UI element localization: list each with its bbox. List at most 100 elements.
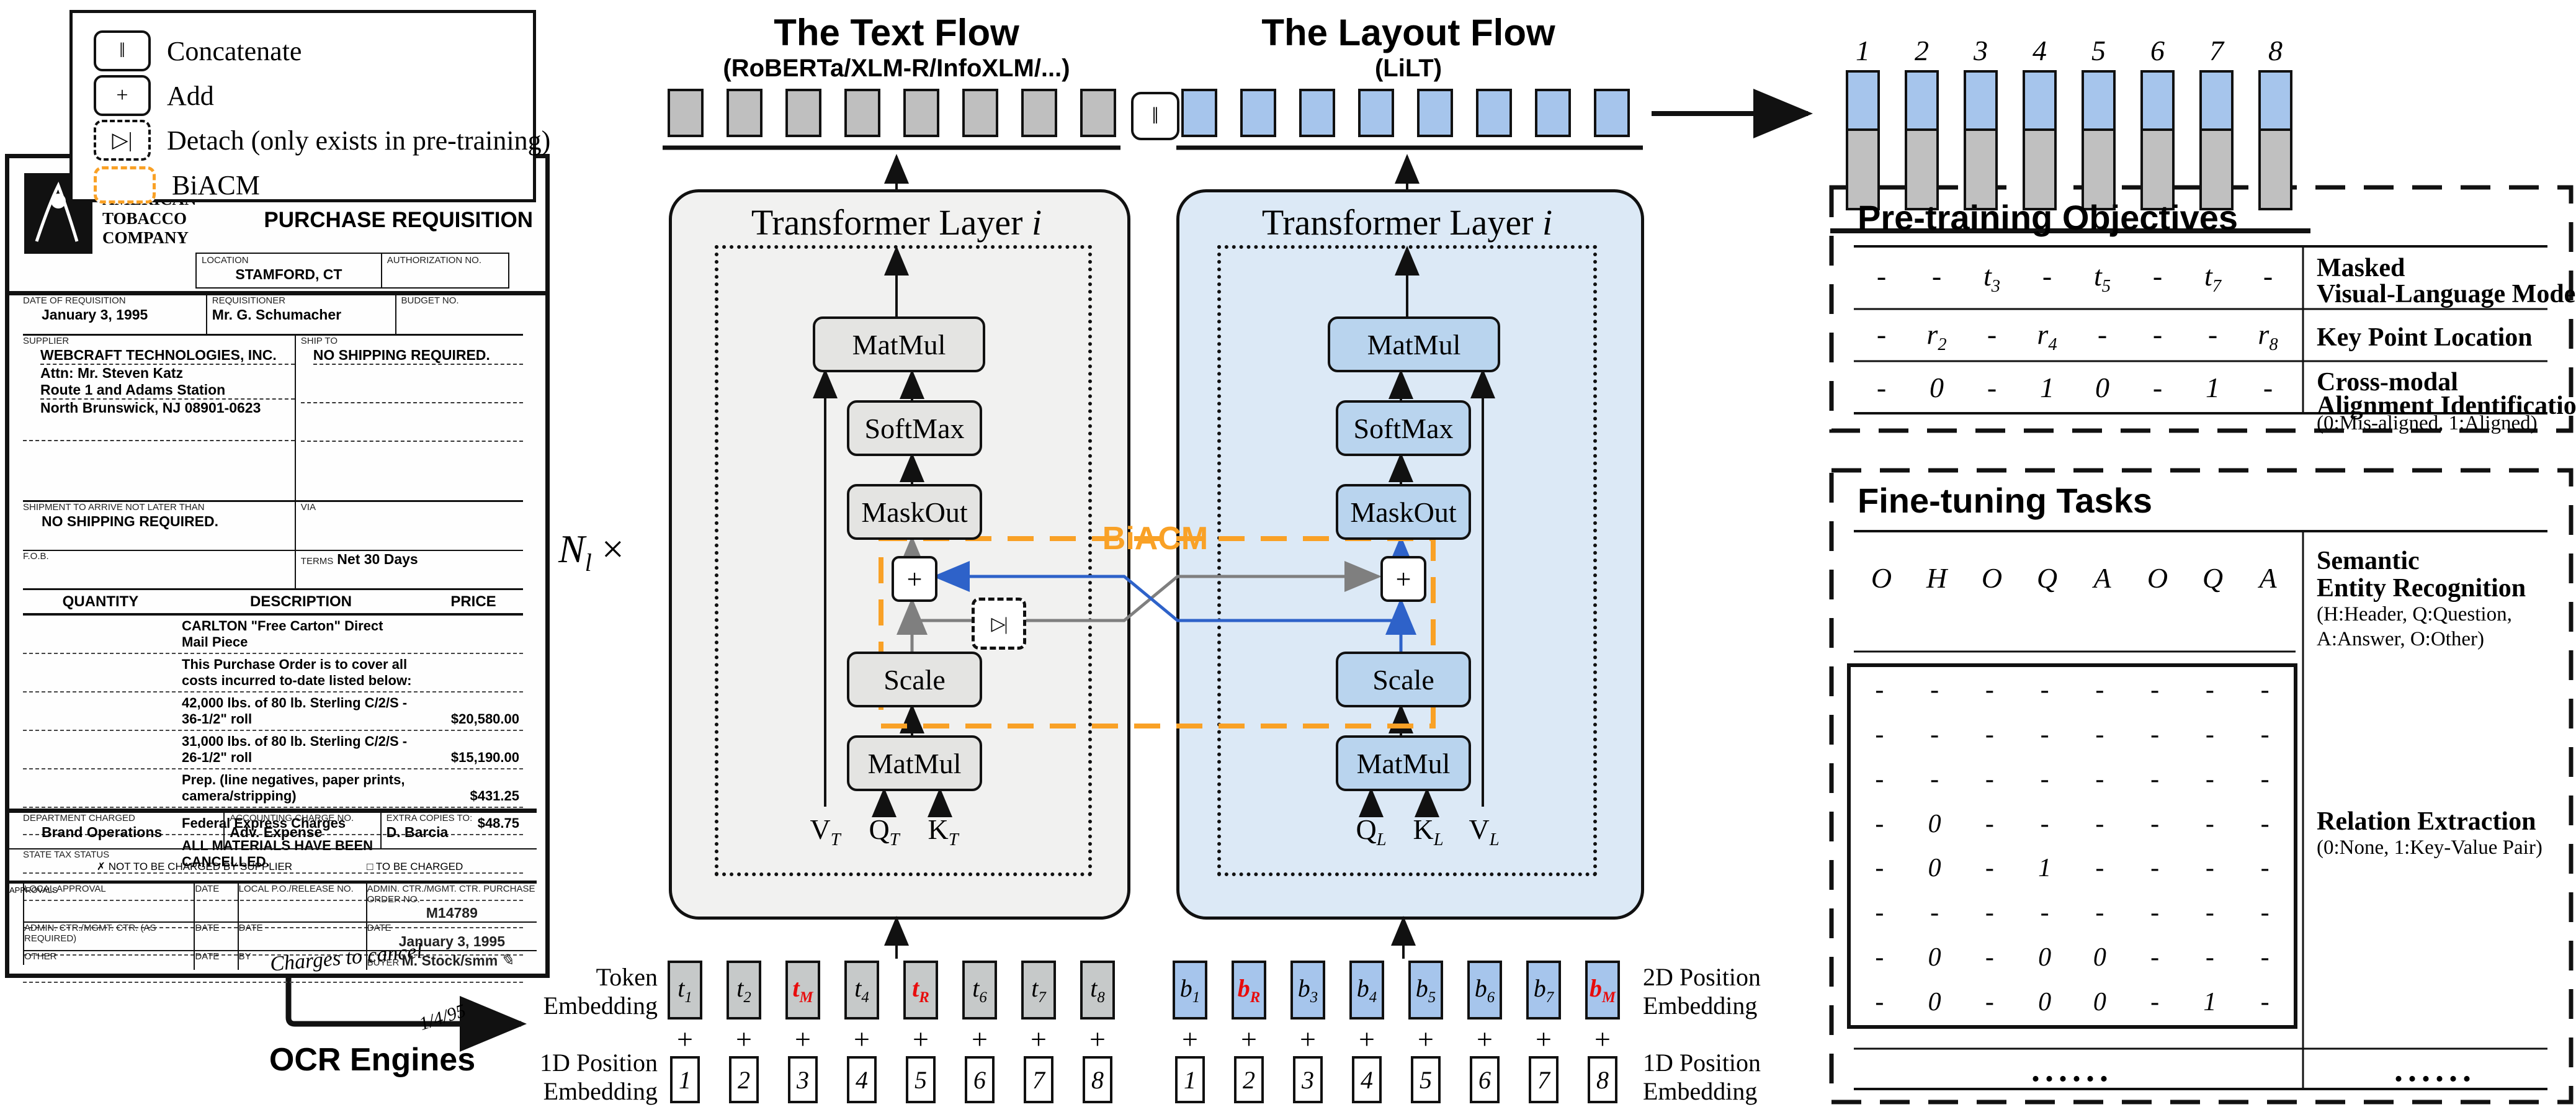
matrix-cell: - [1985, 899, 1994, 928]
matrix-cell: - [2150, 764, 2160, 794]
output-bar [1594, 89, 1630, 137]
embedding-token: t7 [1021, 961, 1056, 1020]
plus-sign: + [1300, 1023, 1316, 1055]
fob-field: F.O.B. [23, 551, 296, 588]
plus-sign: + [736, 1023, 752, 1055]
matrix-cell: - [2260, 899, 2270, 928]
summary-column-number: 7 [2209, 35, 2224, 66]
layout-maskout: MaskOut [1336, 484, 1471, 540]
pretrain-title: Pre-training Objectives [1858, 198, 2238, 237]
output-bar [844, 89, 880, 137]
legend-item: ‖Concatenate [94, 30, 302, 71]
position-box: 2 [1234, 1056, 1264, 1103]
layout-flow-subtitle: (LiLT) [1374, 55, 1442, 82]
layout-feature-segment [2140, 70, 2175, 131]
cell: - [2263, 260, 2273, 292]
output-bar [1240, 89, 1276, 137]
matrix-cell: - [2150, 675, 2160, 704]
ellipsis-right: ...... [2394, 1051, 2476, 1089]
ellipsis-left: ...... [2031, 1051, 2113, 1089]
cell: 0 [2095, 372, 2109, 403]
matrix-cell: - [2150, 988, 2160, 1017]
cell: A [2259, 562, 2277, 594]
summary-column: 5 [2082, 34, 2116, 210]
cell: - [1876, 318, 1887, 350]
line-item-row [23, 901, 523, 928]
embedding-token: b3 [1290, 961, 1325, 1020]
layer-multiplier: Nl × [558, 527, 624, 576]
text-plus-row: ++++++++ [668, 1023, 1139, 1055]
output-bar [1021, 89, 1057, 137]
matrix-cell: - [2095, 764, 2104, 794]
line-item-row [23, 874, 523, 901]
budget-field: BUDGET NO. [401, 295, 459, 306]
legend-item: +Add [94, 75, 214, 116]
summary-column: 3 [1964, 34, 1998, 210]
plus-sign: + [1536, 1023, 1552, 1055]
matrix-cell: - [1875, 988, 1884, 1017]
matrix-cell: - [2150, 809, 2160, 838]
matrix-cell: - [2260, 720, 2270, 749]
cell: r4 [2037, 318, 2057, 355]
matrix-cell: - [1985, 720, 1994, 749]
legend-item-label: Detach (only exists in pre-training) [167, 125, 551, 156]
position-box: 4 [847, 1056, 877, 1103]
handwritten-date: 1/4/95 [416, 1000, 468, 1035]
matrix-cell: - [2260, 988, 2270, 1017]
matrix-cell: - [2205, 854, 2214, 883]
summary-column: 7 [2199, 34, 2234, 210]
cell: t3 [1983, 260, 2001, 297]
cell: - [2152, 318, 2163, 350]
tax-status-label: STATE TAX STATUS [23, 849, 110, 860]
position-box: 7 [1529, 1056, 1559, 1103]
matrix-cell: - [2040, 809, 2049, 838]
matrix-cell: - [1875, 809, 1884, 838]
position-box: 7 [1024, 1056, 1053, 1103]
matrix-cell: - [2150, 943, 2160, 972]
output-bar [668, 89, 704, 137]
text-k-label: KT [928, 813, 959, 850]
matrix-cell: - [2150, 720, 2160, 749]
shipto-field: SHIP TO NO SHIPPING REQUIRED. [296, 336, 523, 500]
location-field: LOCATION STAMFORD, CT [197, 254, 382, 287]
position-box: 5 [906, 1056, 936, 1103]
cell: O [1981, 562, 2003, 594]
item-price: $20,580.00 [450, 711, 519, 727]
position-box: 1 [670, 1056, 700, 1103]
position-box: 1 [1175, 1056, 1205, 1103]
re-label: Relation Extraction [2317, 807, 2536, 836]
output-bar [962, 89, 998, 137]
summary-column: 4 [2023, 34, 2057, 210]
pretrain-row-1: --t3-t5-t7- [1854, 259, 2296, 297]
position-box: 8 [1588, 1056, 1617, 1103]
item-description: CARLTON "Free Carton" Direct Mail Piece [182, 618, 383, 650]
summary-column-number: 5 [2091, 35, 2106, 66]
layout-v-label: VL [1469, 813, 1500, 850]
summary-column-number: 4 [2033, 35, 2047, 66]
matrix-row: -------- [1852, 668, 2292, 712]
text-feature-segment [2258, 131, 2292, 210]
item-description: This Purchase Order is to cover all cost… [182, 657, 412, 688]
cell: - [2207, 318, 2218, 350]
position-box: 3 [788, 1056, 818, 1103]
matrix-row: -------- [1852, 712, 2292, 757]
output-bar [1358, 89, 1394, 137]
plus-sign: + [1418, 1023, 1434, 1055]
matrix-cell: - [2260, 943, 2270, 972]
divider [9, 291, 545, 295]
item-price: $431.25 [470, 788, 519, 804]
layout-k-label: KL [1413, 813, 1444, 850]
matrix-cell: - [2095, 675, 2104, 704]
item-description: 31,000 lbs. of 80 lb. Sterling C/2/S - 2… [182, 733, 408, 765]
matrix-cell: - [2205, 675, 2214, 704]
accounting-field: ACCOUNTING CHARGE NO.Adv. Expense [225, 813, 382, 848]
